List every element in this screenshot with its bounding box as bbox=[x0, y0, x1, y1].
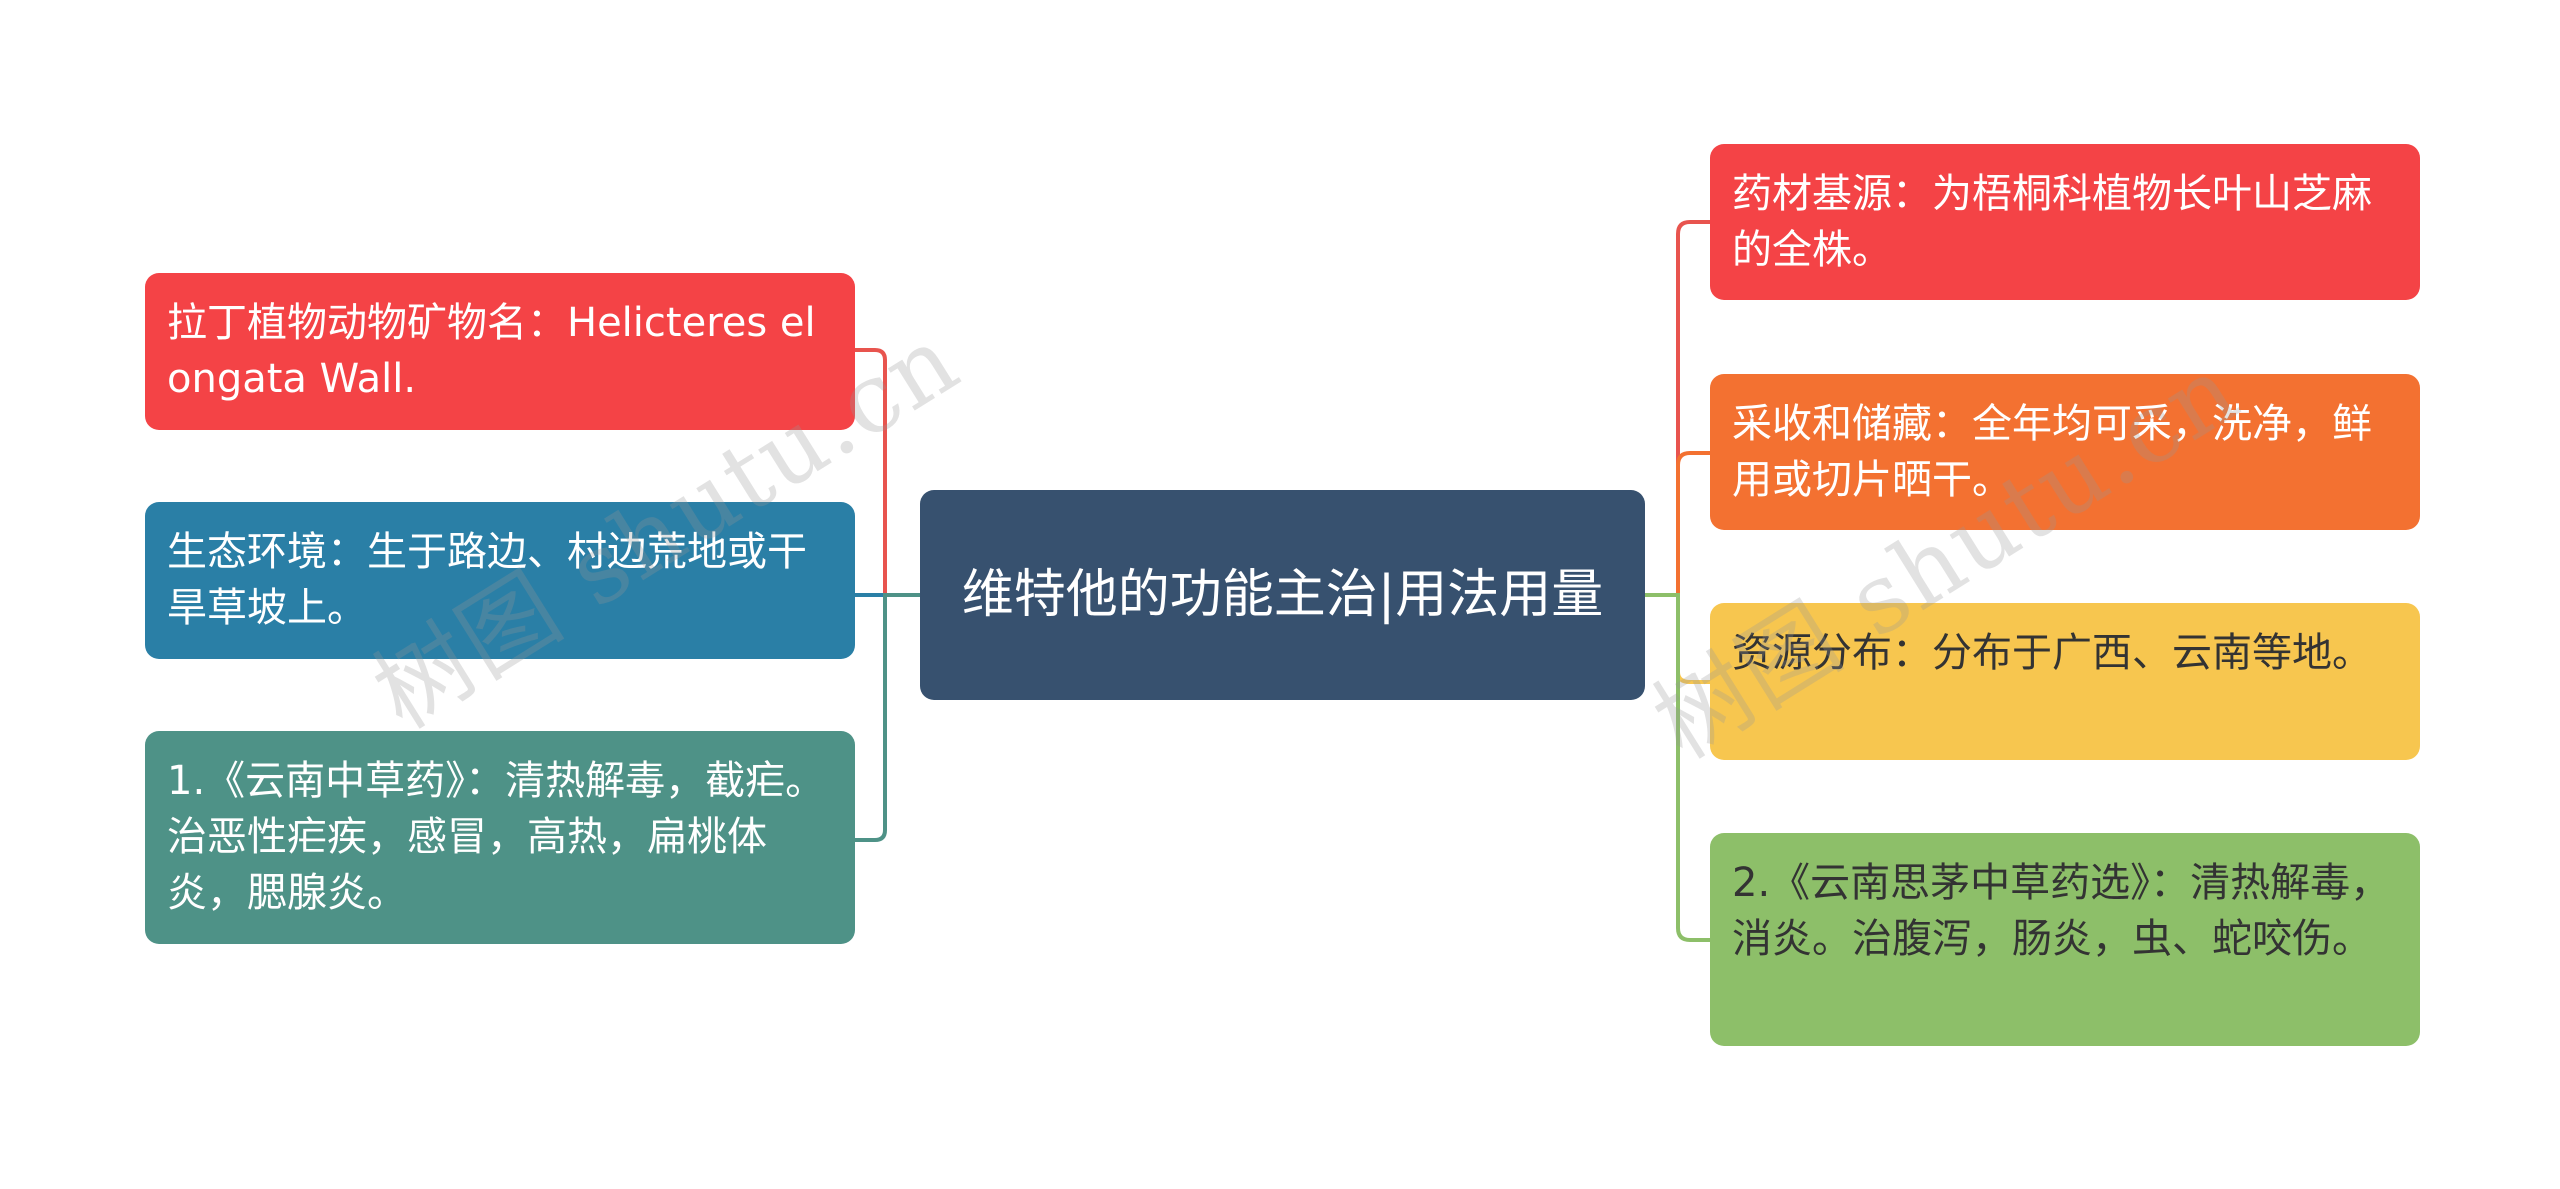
right-node-harvest-text: 采收和储藏：全年均可采，洗净，鲜用或切片晒干。 bbox=[1732, 401, 2372, 503]
right-node-source[interactable]: 药材基源：为梧桐科植物长叶山芝麻的全株。 bbox=[1710, 144, 2420, 300]
left-node-habitat[interactable]: 生态环境：生于路边、村边荒地或干旱草坡上。 bbox=[145, 502, 855, 659]
left-node-yunnan-herbal[interactable]: 1.《云南中草药》：清热解毒，截疟。治恶性疟疾，感冒，高热，扁桃体炎，腮腺炎。 bbox=[145, 731, 855, 944]
right-node-harvest[interactable]: 采收和储藏：全年均可采，洗净，鲜用或切片晒干。 bbox=[1710, 374, 2420, 530]
right-node-simao-herbal[interactable]: 2.《云南思茅中草药选》：清热解毒，消炎。治腹泻，肠炎，虫、蛇咬伤。 bbox=[1710, 833, 2420, 1046]
connector-left-3 bbox=[855, 593, 920, 842]
connector-right-1 bbox=[1645, 220, 1710, 597]
left-node-latin-name-text: 拉丁植物动物矿物名：Helicteres elongata Wall. bbox=[167, 300, 816, 402]
connector-right-2 bbox=[1645, 451, 1710, 597]
left-node-habitat-text: 生态环境：生于路边、村边荒地或干旱草坡上。 bbox=[167, 529, 807, 631]
connector-left-1 bbox=[855, 348, 920, 597]
connector-right-4 bbox=[1645, 593, 1710, 942]
left-node-yunnan-herbal-text: 1.《云南中草药》：清热解毒，截疟。治恶性疟疾，感冒，高热，扁桃体炎，腮腺炎。 bbox=[167, 758, 826, 916]
right-node-distribution-text: 资源分布：分布于广西、云南等地。 bbox=[1732, 630, 2372, 676]
right-node-distribution[interactable]: 资源分布：分布于广西、云南等地。 bbox=[1710, 603, 2420, 760]
central-topic-title: 维特他的功能主治|用法用量 bbox=[961, 565, 1604, 625]
right-node-source-text: 药材基源：为梧桐科植物长叶山芝麻的全株。 bbox=[1732, 171, 2372, 273]
right-node-simao-herbal-text: 2.《云南思茅中草药选》：清热解毒，消炎。治腹泻，肠炎，虫、蛇咬伤。 bbox=[1732, 860, 2391, 962]
central-topic[interactable]: 维特他的功能主治|用法用量 bbox=[920, 490, 1645, 700]
left-node-latin-name[interactable]: 拉丁植物动物矿物名：Helicteres elongata Wall. bbox=[145, 273, 855, 430]
